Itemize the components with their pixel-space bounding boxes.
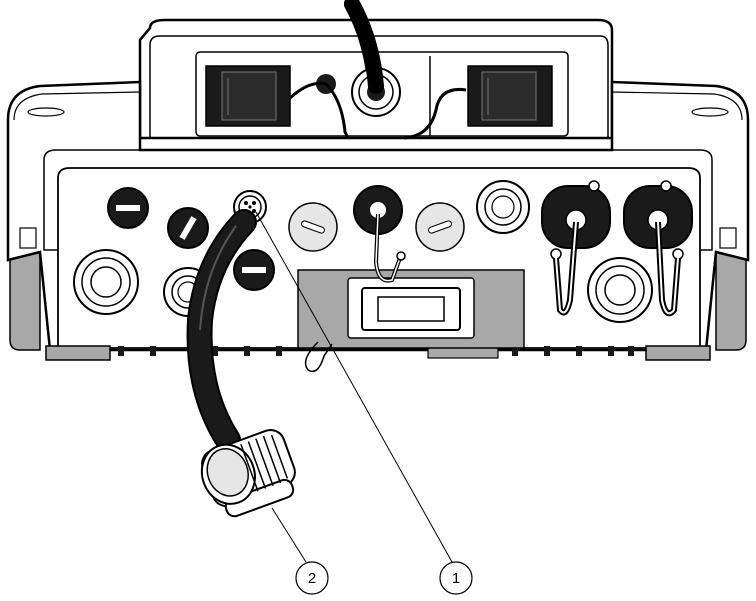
cable-gland-top-right [476, 180, 530, 234]
tag-loop [304, 341, 333, 373]
right-connector-1 [541, 180, 611, 316]
top-wires [288, 56, 467, 140]
top-cable-gland [344, 0, 401, 117]
cable-gland-left-large [73, 249, 139, 315]
black-plug-3 [233, 249, 275, 291]
cable-plug [186, 209, 296, 518]
black-plug-2 [167, 207, 209, 249]
bottom-feet [45, 345, 711, 361]
left-key-button [205, 65, 291, 127]
callout-1: 1 [439, 561, 473, 595]
grey-plug-1 [288, 202, 338, 252]
callout-1-label: 1 [452, 570, 460, 587]
center-black-gland [353, 185, 406, 283]
callout-leader-2 [271, 507, 307, 563]
callout-leader-1 [255, 211, 453, 563]
right-key-button [467, 65, 553, 127]
cable-gland-bottom-right [587, 257, 653, 323]
right-connector-2 [623, 180, 693, 317]
grey-plug-2 [415, 202, 465, 252]
callout-2: 2 [295, 561, 329, 595]
callout-2-label: 2 [308, 570, 316, 587]
black-plug-1 [107, 187, 149, 229]
center-access-plate [297, 269, 525, 349]
